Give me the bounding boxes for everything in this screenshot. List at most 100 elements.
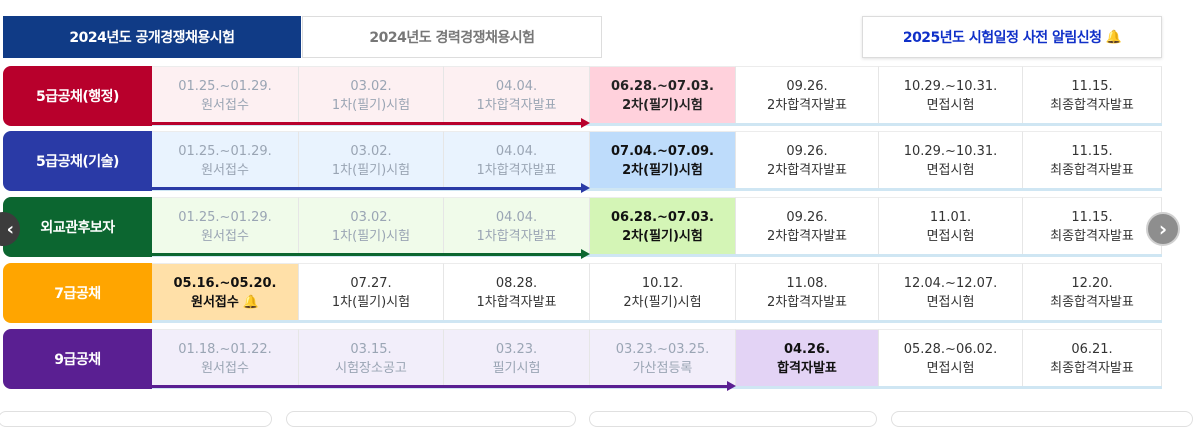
schedule-stage: 면접시험 <box>926 98 975 113</box>
schedule-cell: 03.02.1차(필기)시험 <box>299 66 444 126</box>
timeline-track <box>152 123 1162 126</box>
schedule-cell: 06.21.최종합격자발표 <box>1023 329 1162 389</box>
exam-category-label: 9급공채 <box>3 329 152 389</box>
schedule-cell: 03.02.1차(필기)시험 <box>299 131 444 191</box>
schedule-date: 10.29.~10.31. <box>903 144 998 159</box>
carousel-next-button[interactable]: › <box>1146 212 1180 246</box>
schedule-date: 06.28.~07.03. <box>610 210 714 225</box>
exam-category-label: 외교관후보자 <box>3 197 152 257</box>
schedule-date: 09.26. <box>786 79 828 94</box>
schedule-stage: 2차합격자발표 <box>766 229 848 244</box>
schedule-stage: 최종합격자발표 <box>1050 361 1134 376</box>
schedule-date: 10.12. <box>641 276 684 291</box>
schedule-cell: 11.15. 최종합격자발표 <box>1023 131 1162 191</box>
tab-label: 2025년도 시험일정 사전 알림신청 <box>902 30 1102 46</box>
exam-category-label: 5급공채(기술) <box>3 131 152 191</box>
schedule-cell: 11.15.최종합격자발표 <box>1023 66 1162 126</box>
schedule-date: 07.27. <box>350 276 392 291</box>
schedule-cell: 09.26.2차합격자발표 <box>736 66 879 126</box>
schedule-stage: 면접시험 <box>926 229 975 244</box>
schedule-cell: 12.04.~12.07.면접시험 <box>879 263 1023 323</box>
schedule-stage: 2차(필기)시험 <box>622 163 703 178</box>
schedule-date: 04.04. <box>495 79 538 94</box>
schedule-cell: 04.04.1차합격자발표 <box>444 131 590 191</box>
schedule-cell: 11.08. 2차합격자발표 <box>736 263 879 323</box>
schedule-stage: 최종합격자발표 <box>1050 163 1134 178</box>
schedule-date: 04.26. <box>783 342 831 357</box>
tab-2024-open-recruitment[interactable]: 2024년도 공개경쟁채용시험 <box>3 16 301 58</box>
schedule-stage: 가산점등록 <box>632 361 693 376</box>
schedule-stage: 1차(필기)시험 <box>331 98 411 113</box>
schedule-stage: 원서접수 <box>190 295 239 310</box>
schedule-cell: 04.04. 1차합격자발표 <box>444 66 590 126</box>
progress-arrow <box>152 118 590 128</box>
schedule-cell: 07.04.~07.09.2차(필기)시험 <box>590 131 736 191</box>
schedule-stage: 2차합격자발표 <box>766 295 848 310</box>
schedule-stage: 최종합격자발표 <box>1050 295 1134 310</box>
schedule-stage: 1차합격자발표 <box>476 295 557 310</box>
schedule-alert-signup-button[interactable]: 2025년도 시험일정 사전 알림신청 🔔 <box>862 16 1162 58</box>
schedule-cell: 03.02.1차(필기)시험 <box>299 197 444 257</box>
schedule-date: 12.04.~12.07. <box>903 276 998 291</box>
schedule-stage: 2차(필기)시험 <box>623 295 702 310</box>
schedule-cell: 03.23.필기시험 <box>444 329 590 389</box>
schedule-cell: 10.12. 2차(필기)시험 <box>590 263 736 323</box>
bottom-card <box>891 411 1193 427</box>
schedule-date: 11.08. <box>786 276 828 291</box>
schedule-cell: 09.26. 2차합격자발표 <box>736 131 879 191</box>
schedule-date: 03.15. <box>350 342 392 357</box>
schedule-cell: 01.25.~01.29.원서접수 <box>152 131 299 191</box>
tab-2024-career-recruitment[interactable]: 2024년도 경력경쟁채용시험 <box>302 16 602 58</box>
schedule-date: 10.29.~10.31. <box>903 79 998 94</box>
schedule-stage: 1차(필기)시험 <box>331 295 411 310</box>
timeline-track <box>152 254 1162 257</box>
schedule-date: 03.23.~03.25. <box>615 342 710 357</box>
schedule-date: 04.04. <box>495 210 538 225</box>
schedule-stage: 1차합격자발표 <box>476 229 557 244</box>
schedule-stage: 면접시험 <box>926 361 975 376</box>
schedule-cell: 10.29.~10.31. 면접시험 <box>879 66 1023 126</box>
schedule-stage: 원서접수 <box>201 361 249 376</box>
timeline-track <box>152 320 1162 323</box>
schedule-date: 01.25.~01.29. <box>178 210 272 225</box>
schedule-date: 11.01. <box>929 210 972 225</box>
exam-category-label: 5급공채(행정) <box>3 66 152 126</box>
progress-arrow <box>152 183 590 193</box>
schedule-stage: 면접시험 <box>926 163 975 178</box>
schedule-date: 06.28.~07.03. <box>610 79 714 94</box>
schedule-cell: 04.04. 1차합격자발표 <box>444 197 590 257</box>
bottom-card <box>0 411 272 427</box>
schedule-date: 09.26. <box>786 210 828 225</box>
schedule-cell: 09.26. 2차합격자발표 <box>736 197 879 257</box>
schedule-stage: 2차(필기)시험 <box>622 229 703 244</box>
schedule-stage: 합격자발표 <box>777 361 837 376</box>
carousel-prev-button[interactable]: ‹ <box>0 212 20 246</box>
chevron-right-icon: › <box>1158 217 1168 241</box>
schedule-date: 05.28.~06.02. <box>903 342 998 357</box>
timeline-track <box>152 188 1162 191</box>
schedule-stage: 1차합격자발표 <box>476 98 557 113</box>
tab-label: 2024년도 공개경쟁채용시험 <box>69 30 235 46</box>
schedule-date: 09.26. <box>786 144 828 159</box>
schedule-date: 03.02. <box>350 210 392 225</box>
schedule-date: 05.16.~05.20. <box>173 276 277 291</box>
schedule-cell: 07.27. 1차(필기)시험 <box>299 263 444 323</box>
schedule-date: 03.02. <box>350 144 392 159</box>
bottom-card <box>589 411 877 427</box>
tab-label: 2024년도 경력경쟁채용시험 <box>369 30 535 46</box>
schedule-date: 08.28. <box>495 276 538 291</box>
schedule-stage-wrap: 원서접수🔔 <box>191 293 259 312</box>
progress-arrow <box>152 381 736 391</box>
schedule-cell: 08.28. 1차합격자발표 <box>444 263 590 323</box>
schedule-date: 04.04. <box>495 144 538 159</box>
schedule-date: 11.15. <box>1071 144 1113 159</box>
schedule-cell: 01.25.~01.29.원서접수 <box>152 197 299 257</box>
schedule-stage: 원서접수 <box>201 98 249 113</box>
schedule-cell: 10.29.~10.31. 면접시험 <box>879 131 1023 191</box>
schedule-cell: 11.01. 면접시험 <box>879 197 1023 257</box>
schedule-date: 11.15. <box>1071 210 1113 225</box>
schedule-stage: 2차합격자발표 <box>766 163 848 178</box>
